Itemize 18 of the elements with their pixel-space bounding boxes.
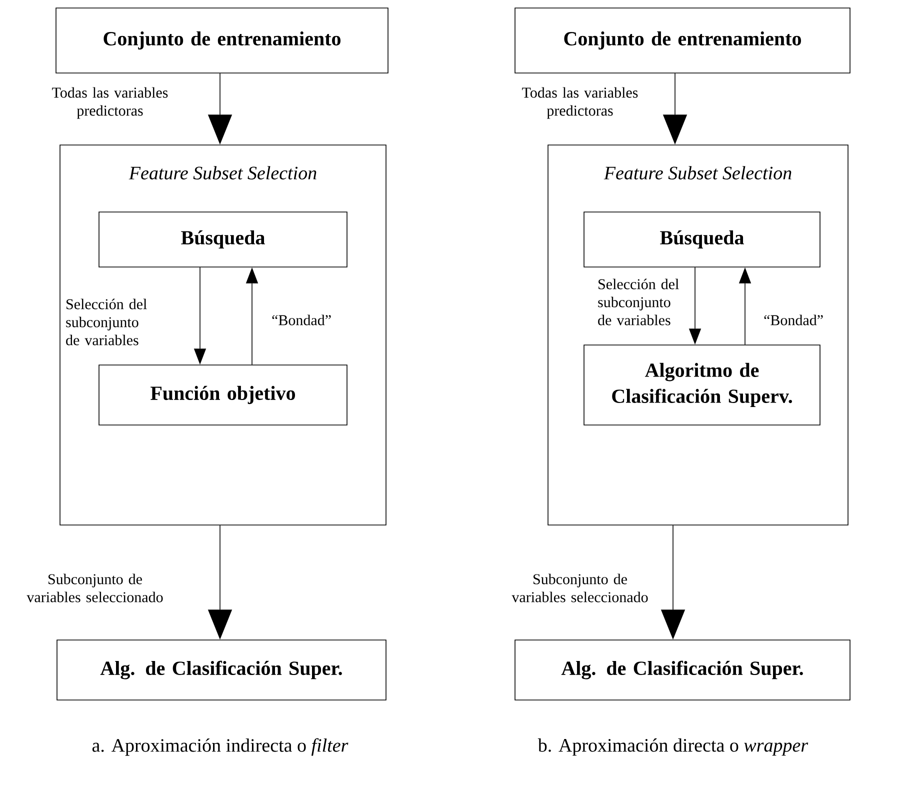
edge-label: Subconjunto de variables seleccionado <box>512 574 648 602</box>
edge-label: Selección del subconjunto de variables <box>66 298 147 346</box>
edge-label: “Bondad” <box>764 314 823 326</box>
edge-label: “Bondad” <box>272 314 331 326</box>
process-box: Búsqueda <box>584 212 820 268</box>
process-box: Conjunto de entrenamiento <box>514 8 850 74</box>
edge-label: Todas las variables predictoras <box>522 87 638 119</box>
process-box: Función objetivo <box>98 364 348 426</box>
process-box: Conjunto de entrenamiento <box>56 8 388 74</box>
edge-label: Selección del subconjunto de variables <box>598 278 679 326</box>
caption: b. Aproximación directa o wrapper <box>538 738 808 756</box>
caption: a. Aproximación indirecta o filter <box>92 738 348 756</box>
edge-label: Todas las variables predictoras <box>52 87 168 119</box>
process-box: Algoritmo de Clasificación Superv. <box>584 344 820 426</box>
edge-label: Subconjunto de variables seleccionado <box>26 574 163 602</box>
process-box: Búsqueda <box>98 212 348 268</box>
process-box: Alg. de Clasificación Super. <box>56 640 386 700</box>
process-box: Alg. de Clasificación Super. <box>514 640 850 700</box>
